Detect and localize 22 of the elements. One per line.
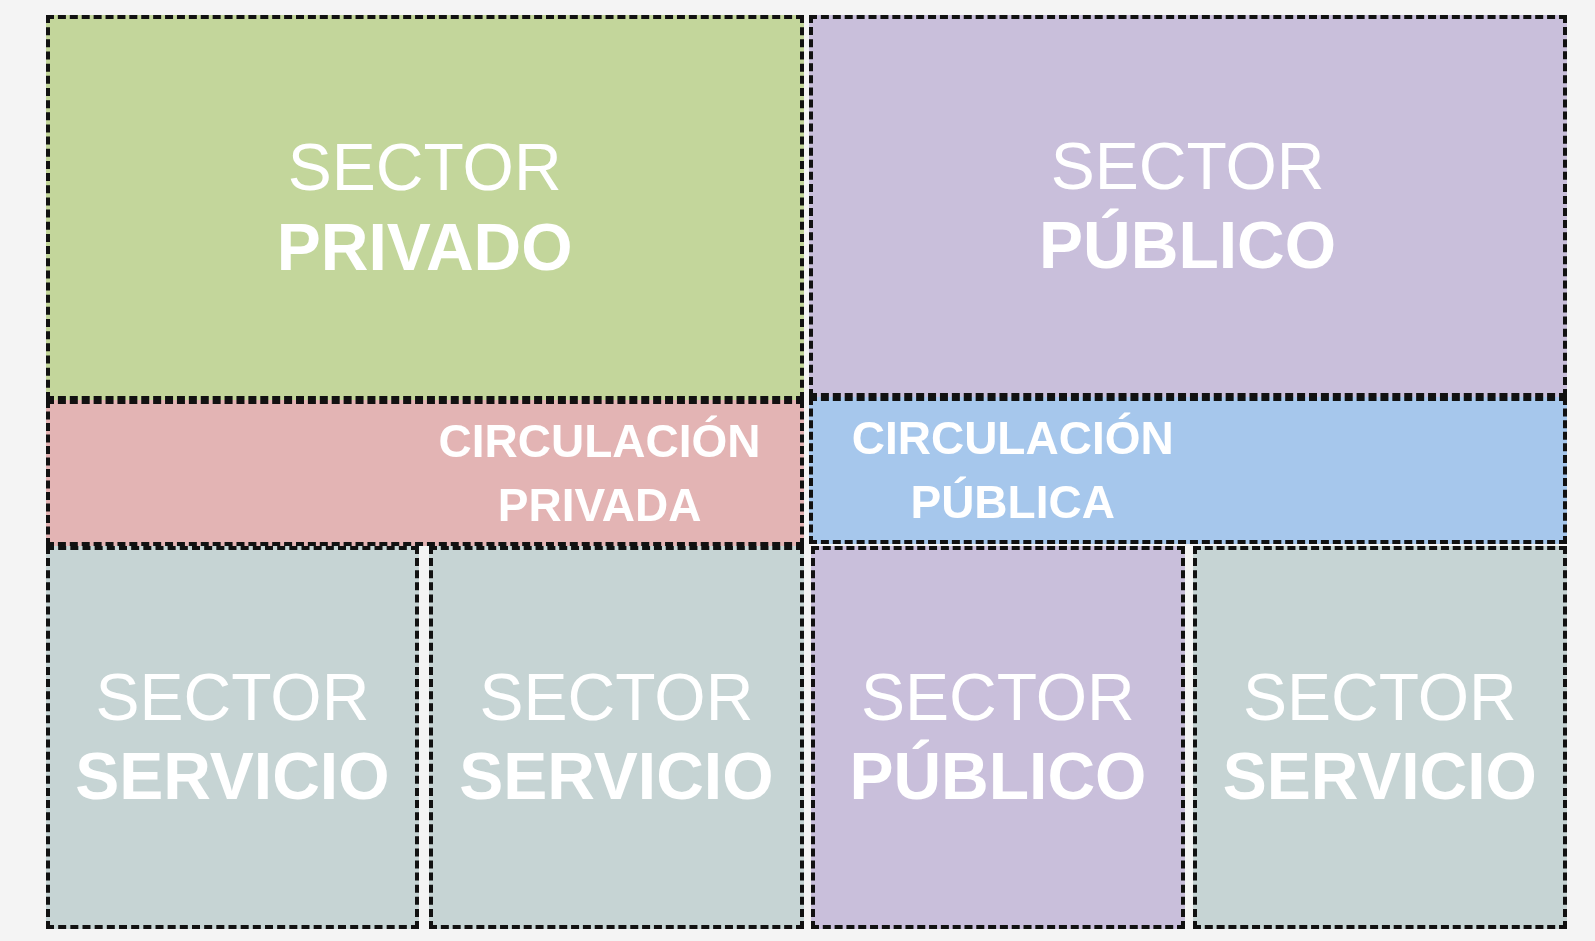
zone-heading: SECTOR (1242, 659, 1517, 737)
circulation-zone (808, 396, 1567, 545)
zone-name: SERVICIO (1222, 738, 1537, 816)
sector-zone (45, 15, 804, 400)
zone-heading: SECTOR (1050, 127, 1325, 205)
sector-zone (810, 546, 1186, 929)
zone-heading: SECTOR (287, 129, 562, 207)
zone-name: PÚBLICO (1039, 206, 1337, 284)
zone-heading: SECTOR (95, 659, 370, 737)
sector-zone (429, 546, 804, 929)
zone-name: PRIVADO (276, 208, 573, 286)
zone-heading: SECTOR (860, 659, 1135, 737)
sector-zone (1193, 546, 1567, 929)
circulation-zone (45, 399, 804, 547)
zone-name: PÚBLICO (849, 738, 1147, 816)
sector-zone (45, 546, 420, 929)
zone-label: CIRCULACIÓN PÚBLICA (850, 411, 1175, 531)
sector-zone (808, 15, 1567, 397)
zone-name: SERVICIO (459, 738, 774, 816)
zone-label: CIRCULACIÓN PRIVADA (437, 413, 762, 533)
zone-name: SERVICIO (75, 738, 390, 816)
zone-heading: SECTOR (479, 659, 754, 737)
